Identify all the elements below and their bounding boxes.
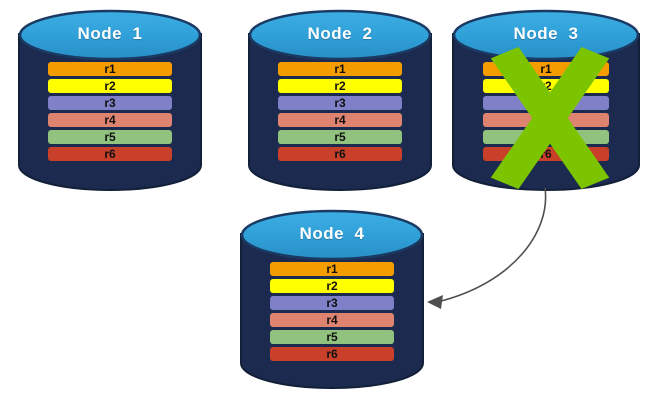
- record-bar-r2: r2: [483, 79, 609, 93]
- record-bar-r2: r2: [270, 279, 394, 293]
- record-bar-r3: r3: [278, 96, 402, 110]
- arrow-line: [436, 187, 547, 303]
- record-bar-r5: r5: [270, 330, 394, 344]
- record-bar-r5: r5: [48, 130, 172, 144]
- record-bar-r1: r1: [270, 262, 394, 276]
- record-bar-r6: r6: [483, 147, 609, 161]
- record-bar-r4: r4: [48, 113, 172, 127]
- record-bar-r6: r6: [278, 147, 402, 161]
- record-stack: r1 r2 r3 r4 r5 r6: [18, 62, 202, 161]
- record-bar-r1: r1: [278, 62, 402, 76]
- record-bar-r6: r6: [270, 347, 394, 361]
- record-bar-r2: r2: [48, 79, 172, 93]
- cylinder-top-ellipse: [240, 209, 424, 261]
- arrow-head-icon: [427, 295, 443, 309]
- record-bar-r3: r3: [483, 96, 609, 110]
- record-bar-r1: r1: [48, 62, 172, 76]
- record-bar-r4: r4: [483, 113, 609, 127]
- record-bar-r1: r1: [483, 62, 609, 76]
- record-bar-r2: r2: [278, 79, 402, 93]
- record-bar-r6: r6: [48, 147, 172, 161]
- cylinder-top-ellipse: [248, 9, 432, 61]
- cylinder-top-ellipse: [18, 9, 202, 61]
- record-bar-r4: r4: [278, 113, 402, 127]
- record-bar-r5: r5: [278, 130, 402, 144]
- record-stack: r1 r2 r3 r4 r5 r6: [248, 62, 432, 161]
- record-bar-r3: r3: [270, 296, 394, 310]
- record-bar-r3: r3: [48, 96, 172, 110]
- record-stack: r1 r2 r3 r4 r5 r6: [240, 262, 424, 361]
- cylinder-top-ellipse: [452, 9, 640, 61]
- record-bar-r5: r5: [483, 130, 609, 144]
- record-bar-r4: r4: [270, 313, 394, 327]
- record-stack: r1 r2 r3 r4 r5 r6: [452, 62, 640, 161]
